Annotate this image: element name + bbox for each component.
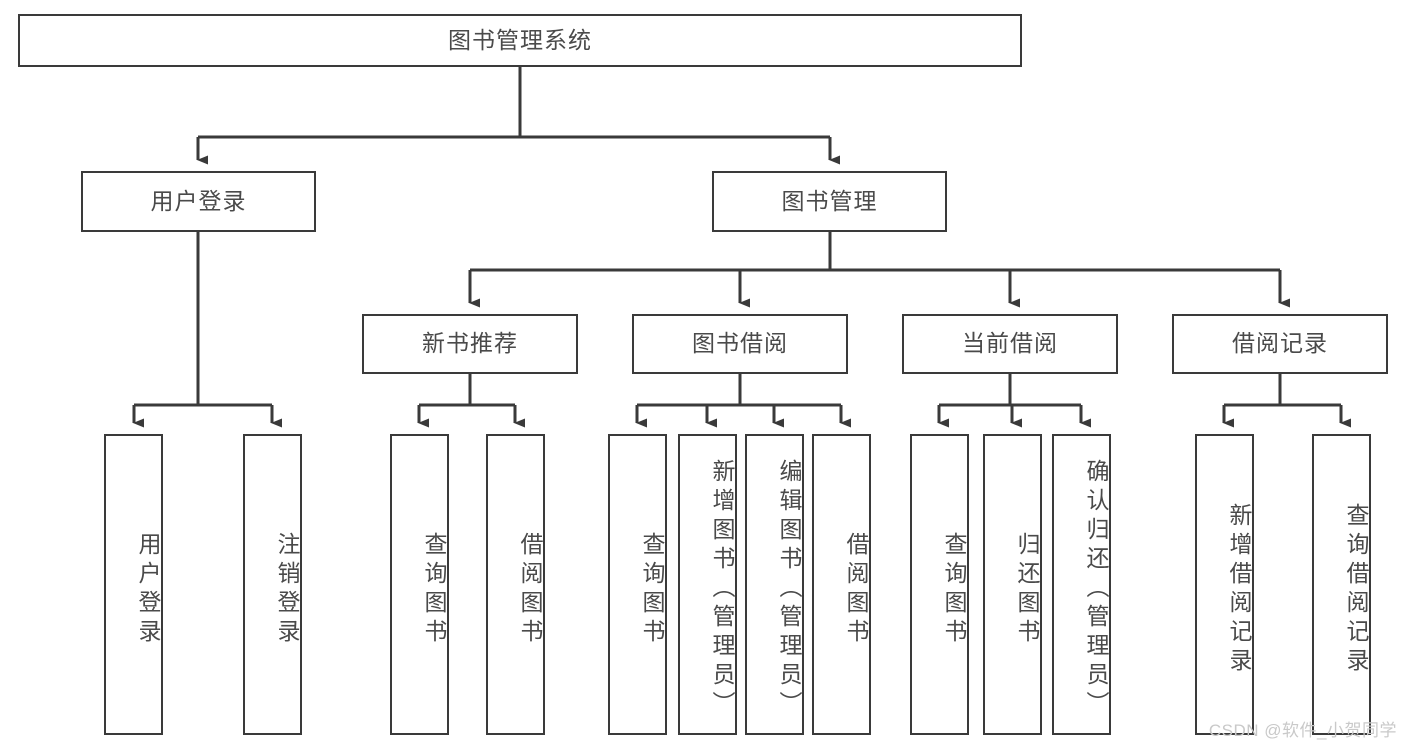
leaf-query-book-borrow[interactable]: 查询图书 — [608, 434, 667, 735]
leaf-user-login-label: 用户登录 — [135, 531, 161, 648]
leaf-query-book-current[interactable]: 查询图书 — [910, 434, 969, 735]
node-book-borrow-label: 图书借阅 — [692, 330, 788, 357]
leaf-add-borrow-record-label: 新增借阅记录 — [1226, 502, 1252, 677]
leaf-query-book-recommend[interactable]: 查询图书 — [390, 434, 449, 735]
leaf-logout-label: 注销登录 — [274, 531, 300, 648]
watermark: CSDN @软件_小贺同学 — [1208, 721, 1397, 740]
leaf-borrow-book-label: 借阅图书 — [843, 531, 869, 648]
leaf-confirm-return-admin-label: 确认归还（管理员） — [1083, 459, 1109, 720]
leaf-return-book-label: 归还图书 — [1014, 531, 1040, 648]
leaf-query-book-current-label: 查询图书 — [941, 531, 967, 648]
leaf-borrow-book-recommend-label: 借阅图书 — [517, 531, 543, 648]
leaf-add-book-admin[interactable]: 新增图书（管理员） — [678, 434, 737, 735]
node-current-borrow-label: 当前借阅 — [962, 330, 1058, 357]
node-user-login[interactable]: 用户登录 — [81, 171, 316, 232]
node-book-management[interactable]: 图书管理 — [712, 171, 947, 232]
leaf-confirm-return-admin[interactable]: 确认归还（管理员） — [1052, 434, 1111, 735]
node-borrow-record[interactable]: 借阅记录 — [1172, 314, 1388, 374]
node-book-management-label: 图书管理 — [781, 187, 878, 214]
leaf-borrow-book-recommend[interactable]: 借阅图书 — [486, 434, 545, 735]
leaf-user-login[interactable]: 用户登录 — [104, 434, 163, 735]
leaf-return-book[interactable]: 归还图书 — [983, 434, 1042, 735]
leaf-add-borrow-record[interactable]: 新增借阅记录 — [1195, 434, 1254, 735]
node-root[interactable]: 图书管理系统 — [18, 14, 1022, 67]
leaf-query-borrow-record-label: 查询借阅记录 — [1343, 502, 1369, 677]
node-new-book-recommend-label: 新书推荐 — [422, 330, 518, 357]
node-new-book-recommend[interactable]: 新书推荐 — [362, 314, 578, 374]
node-root-label: 图书管理系统 — [448, 26, 592, 53]
node-user-login-label: 用户登录 — [150, 187, 247, 214]
leaf-query-borrow-record[interactable]: 查询借阅记录 — [1312, 434, 1371, 735]
leaf-edit-book-admin-label: 编辑图书（管理员） — [776, 459, 802, 720]
node-current-borrow[interactable]: 当前借阅 — [902, 314, 1118, 374]
node-borrow-record-label: 借阅记录 — [1232, 330, 1328, 357]
leaf-query-book-recommend-label: 查询图书 — [421, 531, 447, 648]
leaf-logout[interactable]: 注销登录 — [243, 434, 302, 735]
leaf-add-book-admin-label: 新增图书（管理员） — [709, 459, 735, 720]
leaf-borrow-book[interactable]: 借阅图书 — [812, 434, 871, 735]
leaf-query-book-borrow-label: 查询图书 — [639, 531, 665, 648]
leaf-edit-book-admin[interactable]: 编辑图书（管理员） — [745, 434, 804, 735]
node-book-borrow[interactable]: 图书借阅 — [632, 314, 848, 374]
